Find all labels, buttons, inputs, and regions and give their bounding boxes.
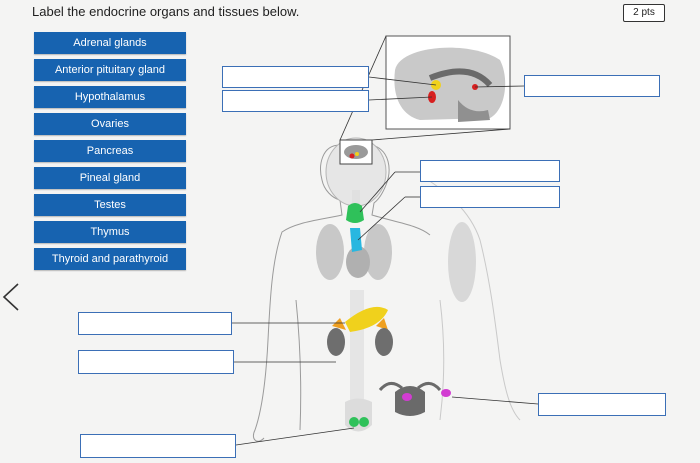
pelvis-shape: [345, 398, 372, 432]
kidney-right: [375, 328, 393, 356]
ovary-right: [441, 389, 451, 397]
heart: [346, 246, 370, 278]
brain-large: [394, 47, 506, 120]
corpus-callosum: [428, 68, 493, 88]
brain-small: [344, 145, 368, 159]
adrenal-right: [376, 318, 388, 330]
drop-target-pituitary[interactable]: [222, 90, 369, 112]
thymus-organ: [350, 228, 362, 252]
drop-target-thyroid[interactable]: [420, 160, 560, 182]
chevron-left-icon[interactable]: [0, 280, 24, 314]
uterus: [395, 386, 425, 416]
neck-airway: [352, 190, 360, 210]
label-anterior-pituitary-gland[interactable]: Anterior pituitary gland: [34, 59, 186, 81]
fallopian-right: [417, 382, 442, 392]
drop-target-thymus[interactable]: [420, 186, 560, 208]
label-ovaries[interactable]: Ovaries: [34, 113, 186, 135]
left-lung: [316, 224, 344, 280]
label-pancreas[interactable]: Pancreas: [34, 140, 186, 162]
drop-target-testes[interactable]: [80, 434, 236, 458]
pineal-small: [355, 152, 359, 156]
points-badge: 2 pts: [623, 4, 665, 22]
label-adrenal-glands[interactable]: Adrenal glands: [34, 32, 186, 54]
adrenal-left: [332, 318, 346, 330]
thyroid-organ: [346, 203, 364, 223]
spine-column: [350, 290, 364, 410]
drop-target-pineal[interactable]: [524, 75, 660, 97]
label-pineal-gland[interactable]: Pineal gland: [34, 167, 186, 189]
word-bank: Adrenal glands Anterior pituitary gland …: [34, 32, 186, 275]
ovary-left: [402, 393, 412, 401]
pancreas-organ: [345, 306, 388, 332]
male-body-outline: [252, 144, 431, 442]
label-testes[interactable]: Testes: [34, 194, 186, 216]
label-hypothalamus[interactable]: Hypothalamus: [34, 86, 186, 108]
question-prompt: Label the endocrine organs and tissues b…: [32, 4, 300, 19]
female-torso-organ: [448, 222, 476, 302]
cerebellum: [458, 100, 490, 122]
drop-target-pancreas[interactable]: [78, 312, 232, 335]
drop-target-hypothalamus[interactable]: [222, 66, 369, 88]
leader-lines: [232, 35, 539, 446]
label-thyroid-and-parathyroid[interactable]: Thyroid and parathyroid: [34, 248, 186, 270]
right-lung: [364, 224, 392, 280]
female-body-outline: [419, 174, 521, 421]
kidney-left: [327, 328, 345, 356]
testis-left: [349, 417, 359, 427]
drop-target-ovaries[interactable]: [538, 393, 666, 416]
pituitary-small: [349, 153, 355, 159]
label-thymus[interactable]: Thymus: [34, 221, 186, 243]
drop-target-adrenal[interactable]: [78, 350, 234, 374]
fallopian-left: [378, 382, 403, 392]
testis-right: [359, 417, 369, 427]
